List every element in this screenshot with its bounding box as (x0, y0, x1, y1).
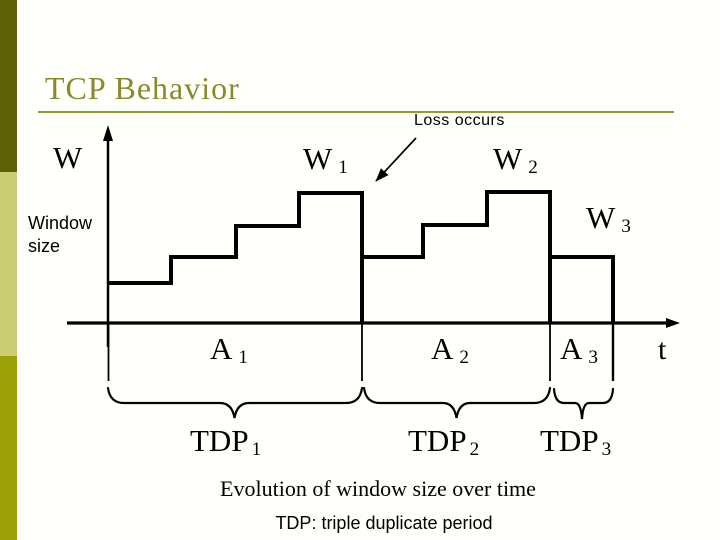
y-axis-arrowhead-icon (103, 125, 113, 141)
left-accent-bar (0, 0, 17, 540)
left-bar-top-segment (0, 0, 17, 172)
x-axis-arrowhead-icon (666, 318, 680, 328)
area-label-a1-main: A (210, 331, 233, 366)
peak-label-w2-sub: 2 (528, 156, 538, 178)
area-label-a3-main: A (560, 331, 583, 366)
title-underline (38, 111, 674, 113)
peak-label-w1-main: W (303, 141, 333, 176)
window-size-axis-label: Window size (28, 213, 93, 256)
loss-arrow-icon (375, 137, 417, 182)
peak-label-w3-sub: 3 (621, 215, 631, 237)
area-label-a2-sub: 2 (459, 346, 469, 368)
period-label-tdp3-main: TDP (540, 423, 599, 458)
left-bar-bottom-segment (0, 356, 17, 540)
window-trace-cycle-2 (364, 190, 552, 324)
tdp-definition-caption: TDP: triple duplicate period (275, 513, 493, 533)
left-bar-middle-segment (0, 172, 17, 356)
period-label-tdp1-main: TDP (190, 423, 249, 458)
underbrace-tdp3 (552, 387, 615, 420)
peak-label-w1-sub: 1 (338, 156, 348, 178)
underbrace-tdp1 (106, 386, 364, 419)
period-label-tdp2-main: TDP (408, 423, 467, 458)
peak-label-w3-main: W (586, 200, 616, 235)
period-label-tdp2-sub: 2 (469, 438, 480, 460)
t-axis-symbol: t (658, 333, 667, 366)
period-label-tdp1-sub: 1 (251, 438, 262, 460)
w-axis-symbol: W (53, 140, 83, 175)
window-trace-cycle-3 (552, 255, 615, 324)
area-label-a2-main: A (431, 331, 454, 366)
area-label-a3-sub: 3 (588, 346, 598, 368)
period-label-tdp3-sub: 3 (601, 438, 612, 460)
figure-caption: Evolution of window size over time (220, 476, 536, 501)
peak-label-w2-main: W (493, 141, 523, 176)
slide-title: TCP Behavior (45, 70, 240, 106)
area-label-a1-sub: 1 (238, 346, 248, 368)
underbrace-tdp2 (362, 386, 552, 419)
loss-occurs-label: Loss occurs (414, 112, 505, 129)
window-trace-cycle-1 (108, 191, 364, 324)
